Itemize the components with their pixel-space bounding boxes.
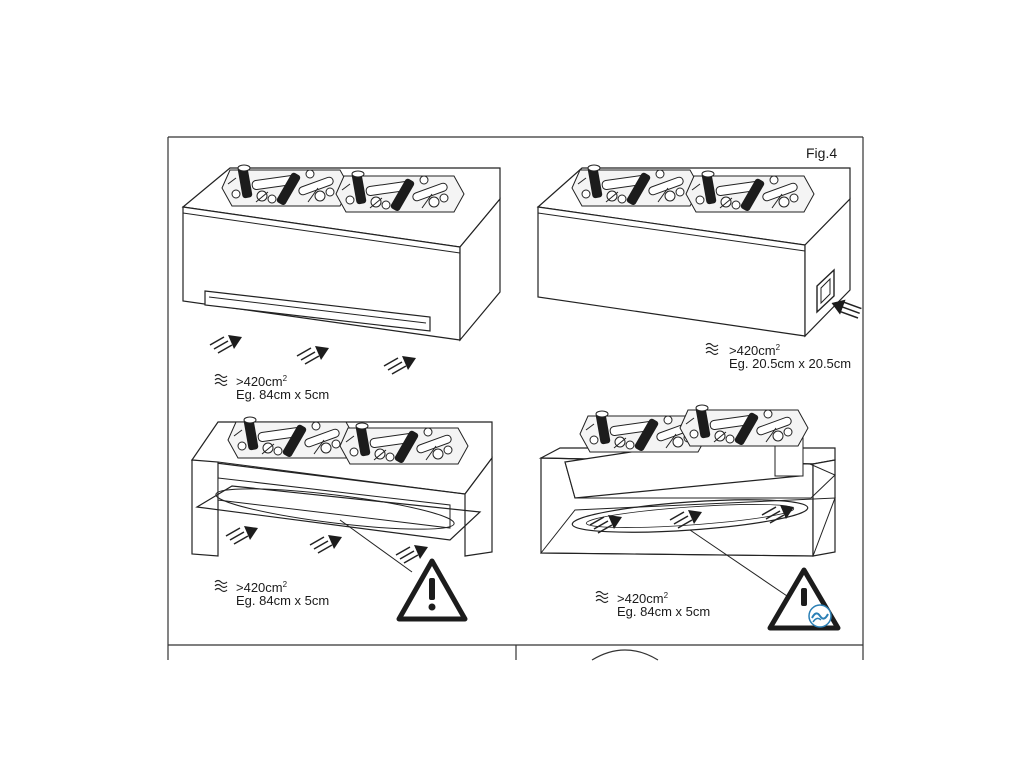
area-value: >420cm (236, 374, 283, 389)
area-unit-superscript: 2 (282, 374, 288, 383)
airflow-arrow-icon (395, 544, 429, 564)
figure-label: Fig.4 (806, 145, 838, 161)
next-section-circle (591, 649, 659, 661)
airflow-arrow-icon (761, 504, 795, 524)
panel-3-cabinet (190, 416, 493, 573)
warning-triangle-icon (396, 558, 468, 622)
area-unit-superscript: 2 (663, 591, 669, 600)
panel-1-fireplace (181, 164, 501, 375)
panel-1-area-label: >420cm2 (236, 371, 287, 390)
airflow-wave-icon (595, 590, 609, 604)
panel-2-fireplace (536, 164, 862, 338)
area-unit-superscript: 2 (775, 343, 781, 352)
panel-4-example-label: Eg. 84cm x 5cm (617, 604, 711, 619)
panel-4-area-label: >420cm2 (617, 588, 668, 607)
airflow-arrow-icon (225, 525, 259, 545)
airflow-arrow-icon (309, 534, 343, 554)
airflow-arrow-icon (831, 299, 862, 319)
panel-2-area-label: >420cm2 (729, 340, 780, 359)
front-vent-slot (204, 290, 431, 332)
area-value: >420cm (236, 580, 283, 595)
panel-4-cabinet (538, 404, 836, 599)
airflow-wave-icon (705, 342, 719, 356)
airflow-arrow-icon (209, 334, 243, 354)
area-unit-superscript: 2 (282, 580, 288, 589)
panel-3-example-label: Eg. 84cm x 5cm (236, 593, 330, 608)
area-value: >420cm (729, 343, 776, 358)
airflow-arrow-icon (383, 355, 417, 375)
airflow-wave-icon (214, 373, 228, 387)
panel-1-example-label: Eg. 84cm x 5cm (236, 387, 330, 402)
water-warning-icon (767, 567, 841, 631)
panel-3-area-label: >420cm2 (236, 577, 287, 596)
airflow-wave-icon (214, 579, 228, 593)
area-value: >420cm (617, 591, 664, 606)
airflow-arrow-icon (296, 345, 330, 365)
panel-2-example-label: Eg. 20.5cm x 20.5cm (729, 356, 852, 371)
